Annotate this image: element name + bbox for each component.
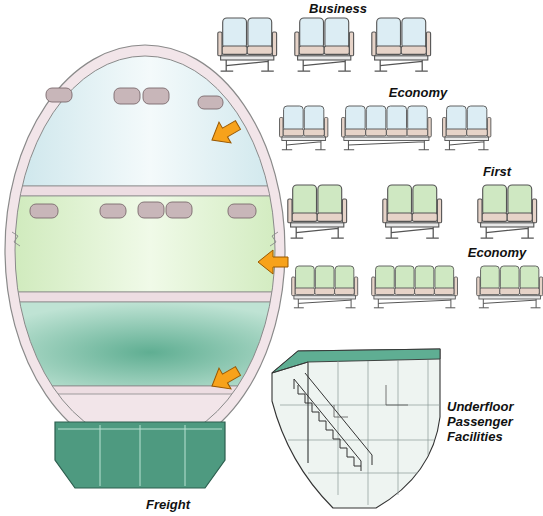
seat-group (372, 266, 458, 308)
freight-container: Freight (52, 418, 228, 490)
overhead-bin (138, 202, 164, 218)
orange-arrow (206, 361, 244, 397)
node-label: Freight (146, 497, 226, 512)
fuselage-inner-wall (15, 56, 275, 444)
freight-container-shape (52, 418, 228, 490)
fuselage-section (0, 45, 300, 455)
seat-group (288, 185, 347, 238)
overhead-bin (46, 88, 72, 102)
overhead-bin (166, 202, 192, 218)
section-label: Economy (437, 245, 543, 260)
deck-floor (0, 386, 300, 394)
section-label: First (437, 164, 543, 179)
seat-group (443, 106, 491, 150)
module-grid (280, 360, 440, 505)
overhead-bin (114, 88, 140, 104)
seat-group (372, 18, 431, 71)
underfloor-module: Underfloor Passenger Facilities (268, 345, 443, 510)
section-label: Business (278, 1, 398, 16)
seat-group (292, 266, 358, 308)
node-label: Underfloor Passenger Facilities (447, 399, 523, 444)
module-edge (272, 362, 308, 463)
stair-steps (298, 385, 361, 466)
stair-rail (294, 373, 372, 471)
main-deck (0, 196, 300, 292)
container-panel (58, 425, 222, 486)
overhead-bin (228, 204, 256, 218)
overhead-bin (198, 96, 223, 109)
overhead-bin (30, 204, 58, 218)
orange-arrow (258, 250, 288, 274)
upper-deck (0, 50, 300, 186)
seat-group (383, 185, 442, 238)
section-label: Economy (358, 85, 478, 100)
orange-arrow (206, 115, 244, 151)
seat-group (295, 18, 354, 71)
partition (334, 385, 408, 417)
overhead-bin (100, 204, 126, 218)
seat-group (478, 185, 537, 238)
seat-group (342, 106, 432, 150)
module-top (272, 349, 440, 373)
underfloor-module-shape (268, 345, 443, 510)
module-outline (272, 349, 440, 508)
seat-group (477, 266, 543, 308)
deck-floor (0, 292, 300, 302)
seat-group (280, 106, 328, 150)
container-outline (55, 422, 225, 488)
overhead-bin (143, 88, 169, 104)
deck-floor (0, 186, 300, 196)
overhead-bins (30, 88, 256, 218)
deck-stack (0, 50, 300, 394)
side-wall-detail (12, 232, 278, 246)
seat-group (218, 18, 277, 71)
